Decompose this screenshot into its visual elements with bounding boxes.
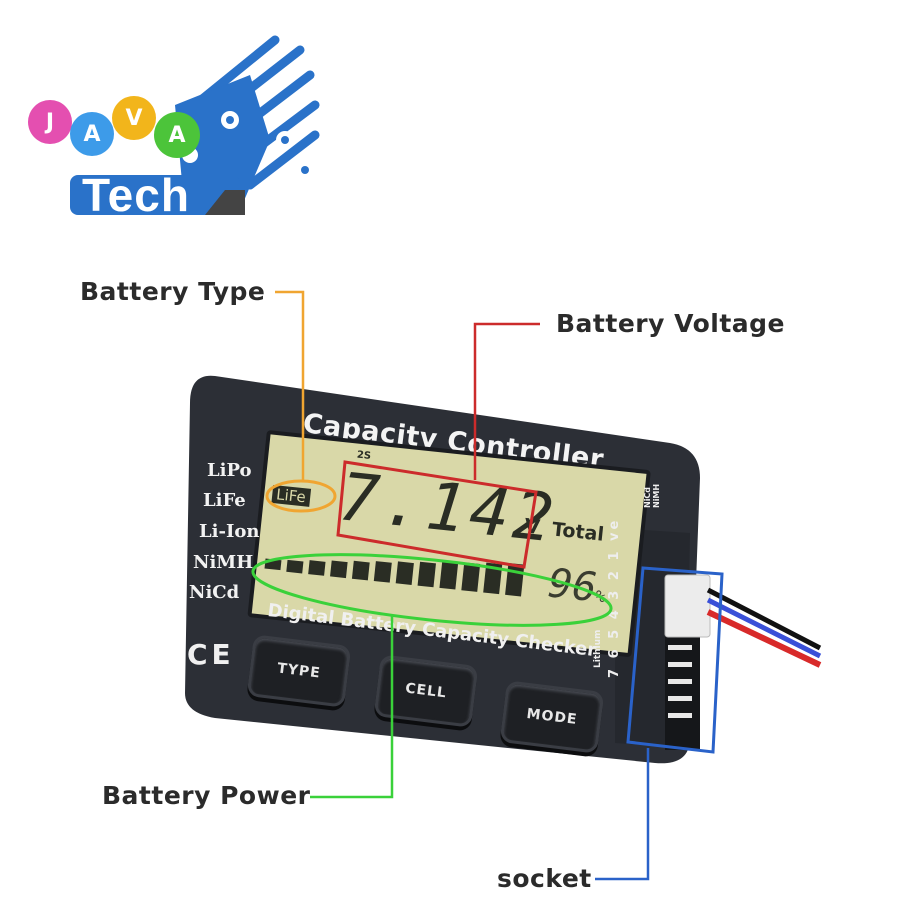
logo-ball-a2: A [154, 112, 200, 158]
type-label-liion: Li-Ion [199, 521, 260, 542]
logo: J A V A Tech [20, 30, 320, 221]
logo-ball-v: V [112, 96, 156, 140]
callout-battery-voltage: Battery Voltage [556, 309, 786, 338]
logo-ball-j: J [28, 100, 72, 144]
ce-mark: CE [187, 638, 235, 671]
callout-battery-type: Battery Type [80, 277, 266, 306]
type-label-lipo: LiPo [207, 460, 252, 481]
type-label-life: LiFe [203, 490, 246, 511]
callout-socket: socket [497, 864, 592, 893]
logo-word: Tech [82, 169, 190, 221]
callout-battery-power: Battery Power [102, 781, 311, 810]
circuit-graphic-icon [70, 35, 320, 215]
logo-balls: J A V A [28, 90, 228, 160]
type-label-nicd: NiCd [189, 582, 240, 603]
logo-ball-a1: A [70, 112, 114, 156]
type-label-nimh: NiMH [193, 552, 254, 573]
